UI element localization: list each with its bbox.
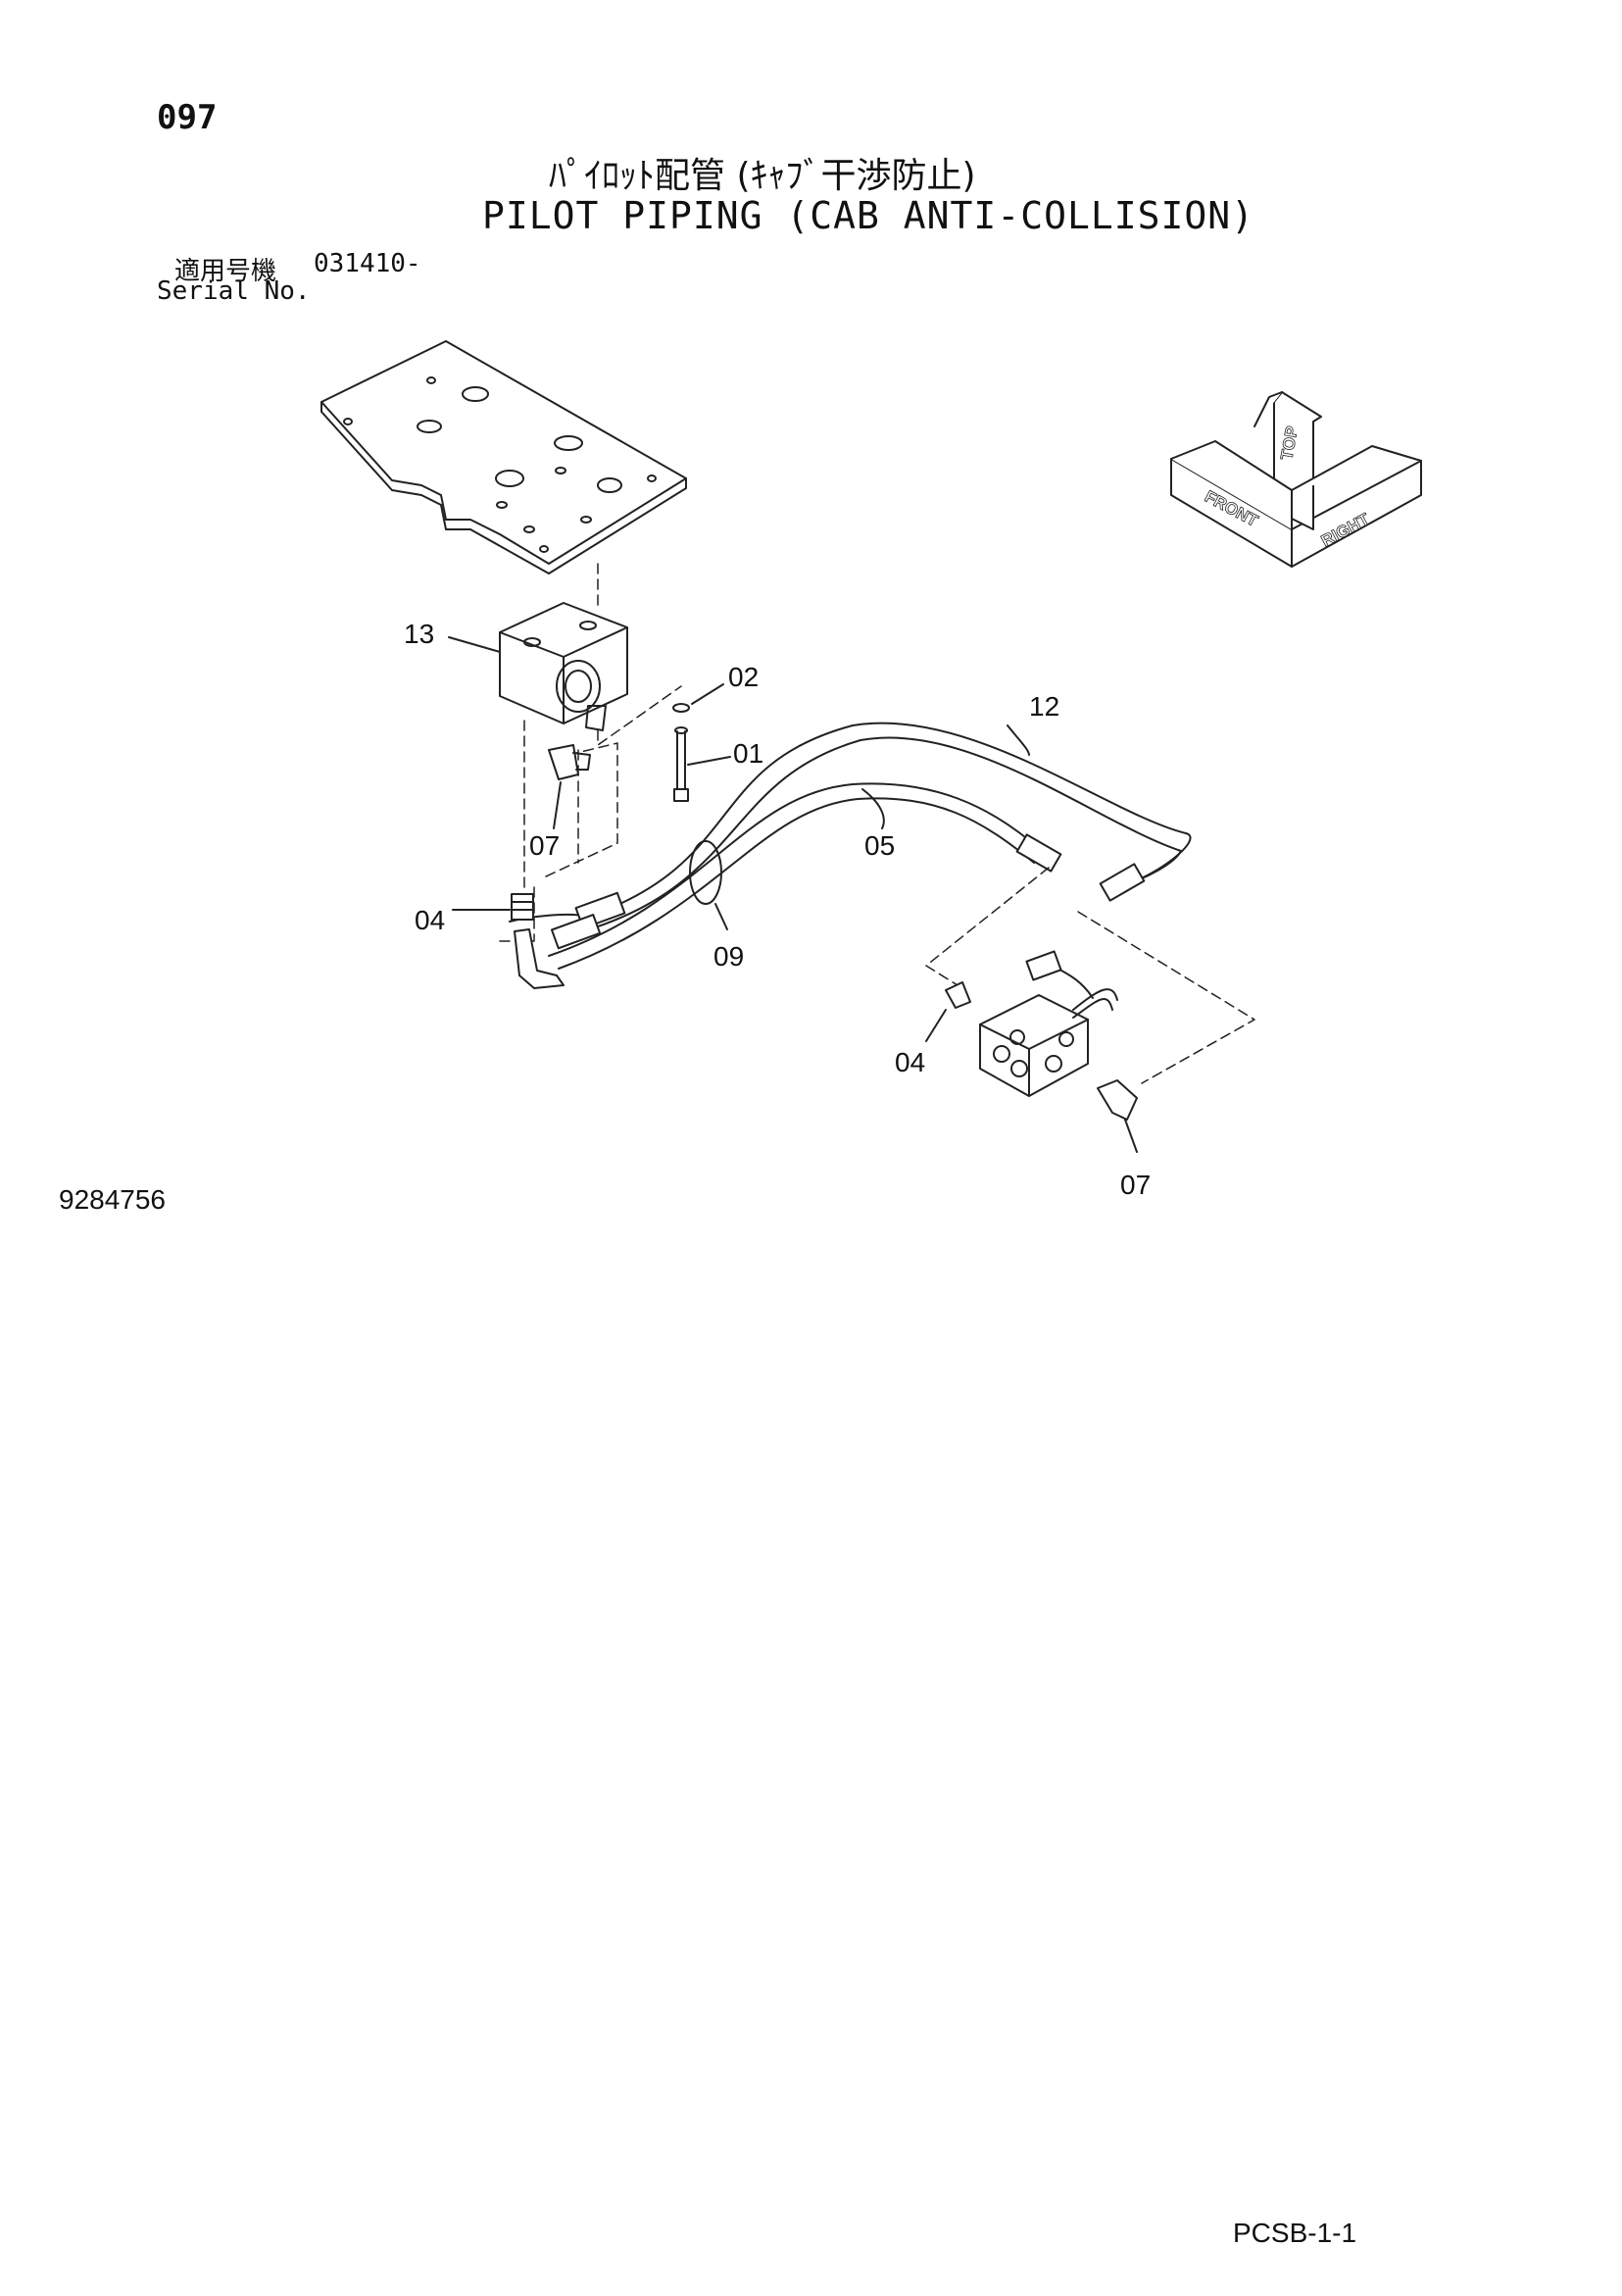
orientation-indicator [1170, 391, 1422, 568]
leader-12 [1007, 724, 1030, 756]
callout-12: 12 [1029, 691, 1059, 722]
elbow-fitting-07-lower [1097, 1079, 1138, 1121]
mounting-plate [320, 340, 687, 574]
pilot-hoses [509, 722, 1192, 970]
leader-07-lower [1124, 1119, 1138, 1153]
elbow-fitting-07-upper [548, 744, 591, 780]
leader-07-upper [553, 781, 562, 829]
callout-01: 01 [733, 738, 763, 769]
callouts: 13 02 01 12 07 05 04 09 04 07 [404, 619, 1151, 1200]
callout-07-lower: 07 [1120, 1170, 1151, 1200]
serial-label: Serial No. [157, 276, 311, 306]
leader-04-lower [925, 1009, 947, 1042]
callout-02: 02 [728, 662, 759, 692]
serial-label-japanese: 適用号機 [174, 257, 277, 286]
elbow-hose-end [514, 928, 565, 989]
leader-09 [714, 903, 728, 930]
adapter-fitting-04-upper [511, 893, 534, 921]
page-code: PCSB-1-1 [1233, 2218, 1357, 2248]
washer-02 [672, 703, 690, 713]
leader-13 [448, 636, 501, 653]
callout-05: 05 [864, 830, 895, 861]
leader-05 [861, 788, 885, 829]
valve-block-lower [979, 950, 1118, 1097]
callout-04-lower: 04 [895, 1047, 925, 1077]
callout-09: 09 [713, 941, 744, 972]
assembly-dashed-lines-lower [925, 867, 1255, 1084]
solenoid-valve-13 [499, 602, 628, 731]
band-clamp-09 [689, 840, 722, 905]
serial-number-value: 031410- [314, 249, 421, 278]
leader-02 [691, 683, 724, 705]
page-title: PILOT PIPING (CAB ANTI-COLLISION) [482, 194, 1254, 237]
callout-13: 13 [404, 619, 434, 649]
leader-01 [687, 756, 731, 766]
bolt-01 [673, 726, 689, 802]
page-title-japanese: ﾊﾟｲﾛｯﾄ配管 (ｷｬﾌﾞ干渉防止) [549, 156, 976, 196]
callout-07-upper: 07 [529, 830, 560, 861]
page-number: 097 [157, 98, 218, 137]
drawing-number: 9284756 [59, 1184, 167, 1215]
adapter-fitting-04-lower [945, 981, 971, 1009]
callout-04-upper: 04 [415, 905, 445, 935]
